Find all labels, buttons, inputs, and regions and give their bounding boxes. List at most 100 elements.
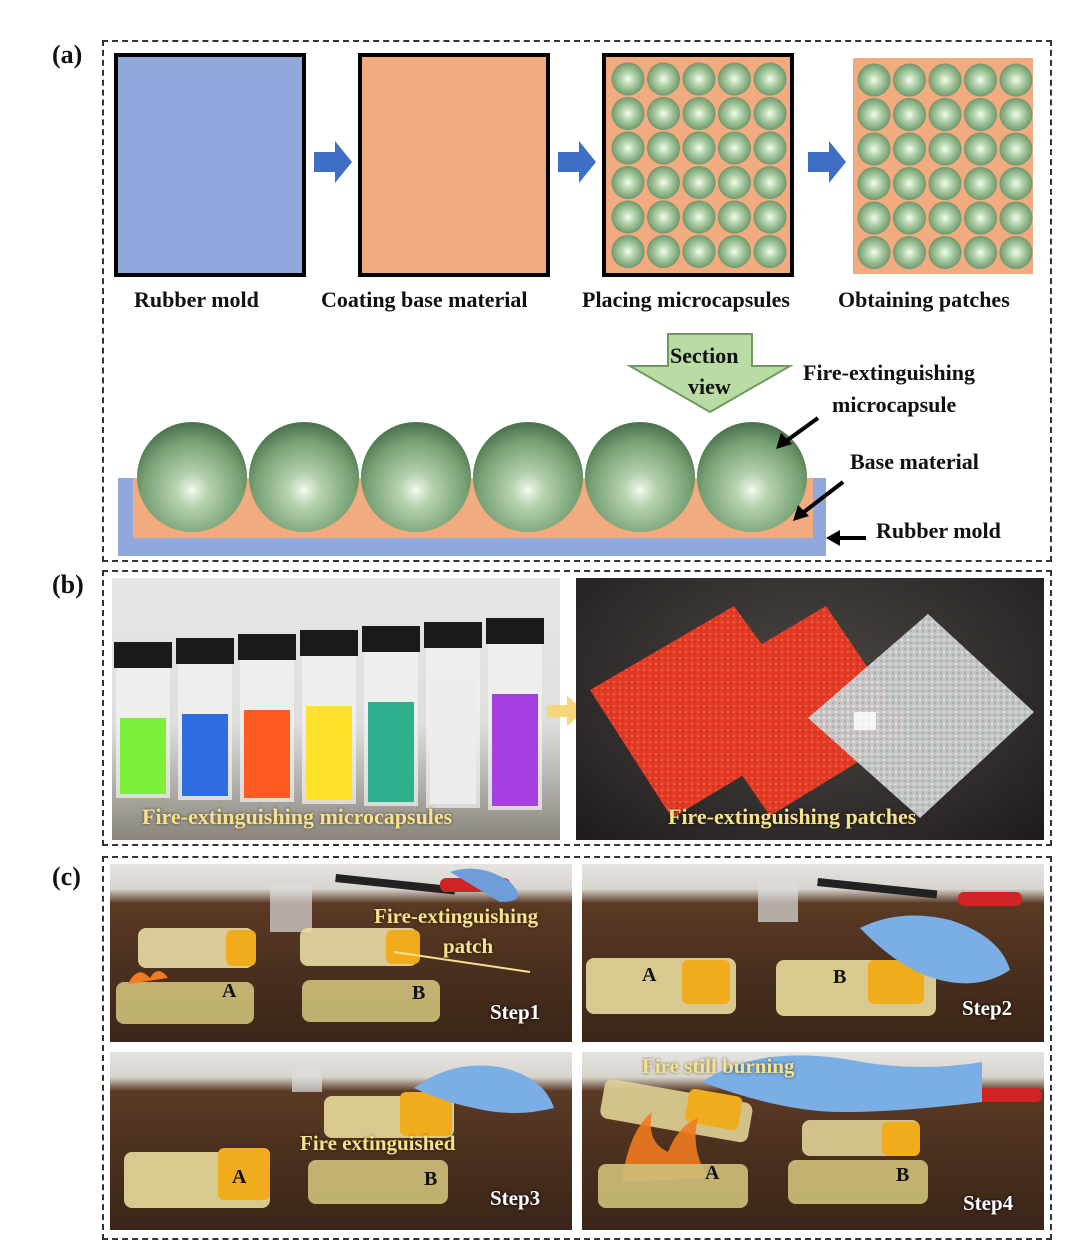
microcapsule xyxy=(611,62,645,96)
microcapsule xyxy=(682,166,716,199)
microcapsule xyxy=(857,132,891,166)
microcapsule xyxy=(682,97,716,130)
label-base-material: Base material xyxy=(850,449,979,474)
microcapsule xyxy=(893,236,926,269)
fire-extinguished-label: Fire extinguished xyxy=(300,1131,456,1155)
microcapsule xyxy=(893,98,926,131)
photo-patches xyxy=(576,578,1044,840)
microcapsule xyxy=(857,201,891,235)
step2-label: Step2 xyxy=(962,996,1013,1020)
section-view-line2: view xyxy=(688,374,731,399)
microcapsule xyxy=(999,167,1033,200)
vial-microcapsules xyxy=(492,694,538,806)
photo-step3 xyxy=(110,1052,572,1230)
microcapsule xyxy=(647,62,680,96)
caption-microcapsules: Fire-extinguishing microcapsules xyxy=(142,804,453,829)
microcapsule xyxy=(647,200,680,234)
section-microcapsule xyxy=(361,422,471,532)
process-arrow-2 xyxy=(558,141,596,183)
microcapsule xyxy=(893,201,926,235)
panel-b-arrow xyxy=(547,696,585,726)
microcapsule xyxy=(611,131,645,165)
fire-still-burning-label: Fire still burning xyxy=(642,1054,795,1078)
microcapsule xyxy=(964,98,997,131)
vial-microcapsules xyxy=(430,678,476,804)
step-label-coating: Coating base material xyxy=(321,287,528,312)
label-a-step3: A xyxy=(232,1166,247,1188)
cross-section-microcapsules xyxy=(137,422,807,532)
label-b-step1: B xyxy=(412,982,426,1004)
pointer-arrow-rubber-mold xyxy=(826,530,840,546)
process-arrow-3 xyxy=(808,141,846,183)
panel-a-diagram xyxy=(114,53,1033,556)
microcapsule xyxy=(964,236,997,269)
microcapsule xyxy=(928,201,962,235)
vial-cap xyxy=(486,618,544,644)
label-rubber-mold: Rubber mold xyxy=(876,518,1001,543)
panel-b xyxy=(102,570,1052,846)
label-a-step1: A xyxy=(222,980,237,1002)
step-label-rubber-mold: Rubber mold xyxy=(134,287,259,312)
microcapsule xyxy=(611,235,645,268)
microcapsule xyxy=(718,97,751,130)
microcapsule xyxy=(928,167,962,200)
microcapsule xyxy=(647,235,680,268)
vial-cap xyxy=(300,630,358,656)
patch-label-line1: Fire-extinguishing xyxy=(374,904,539,928)
microcapsule xyxy=(753,166,787,199)
vial-microcapsules xyxy=(306,706,352,800)
label-b-step2: B xyxy=(833,966,847,988)
microcapsule xyxy=(928,236,962,269)
microcapsule xyxy=(964,63,997,97)
vial-microcapsules xyxy=(244,710,290,798)
section-view-line1: Section xyxy=(670,343,739,368)
vial-cap xyxy=(362,626,420,652)
pointer-arrow-base-material xyxy=(793,505,809,521)
microcapsule xyxy=(893,167,926,200)
panel-label-a: (a) xyxy=(52,40,83,69)
microcapsule xyxy=(928,63,962,97)
microcapsule xyxy=(647,131,680,165)
patch-label-line2: patch xyxy=(443,934,494,958)
microcapsule xyxy=(718,200,751,234)
microcapsule xyxy=(857,98,891,131)
label-b-step3: B xyxy=(424,1168,438,1190)
step-label-placing: Placing microcapsules xyxy=(582,287,790,312)
panel-c xyxy=(102,856,1052,1240)
rubber-mold-block xyxy=(114,53,306,277)
microcapsule xyxy=(964,201,997,235)
section-view-arrow xyxy=(626,333,794,414)
panel-label-c: (c) xyxy=(52,862,81,891)
section-microcapsule xyxy=(137,422,247,532)
microcapsule xyxy=(682,200,716,234)
photo-step4 xyxy=(582,1052,1044,1230)
photo-step1 xyxy=(110,864,572,1042)
microcapsule xyxy=(753,200,787,234)
panel-a xyxy=(102,40,1052,562)
microcapsule xyxy=(718,131,751,165)
microcapsule xyxy=(753,97,787,130)
label-microcapsule-line1: Fire-extinguishing xyxy=(803,360,975,385)
microcapsule xyxy=(857,167,891,200)
microcapsule xyxy=(611,200,645,234)
microcapsule xyxy=(999,63,1033,97)
microcapsule-grid-placing xyxy=(611,62,787,268)
microcapsule xyxy=(718,166,751,199)
step4-label: Step4 xyxy=(963,1191,1014,1215)
vial-microcapsules xyxy=(120,718,166,794)
microcapsule xyxy=(999,132,1033,166)
step-label-obtaining: Obtaining patches xyxy=(838,287,1010,312)
microcapsule xyxy=(753,235,787,268)
microcapsule xyxy=(611,166,645,199)
microcapsule xyxy=(718,62,751,96)
red-patch-front xyxy=(684,606,910,816)
vial-cap xyxy=(176,638,234,664)
vial-microcapsules xyxy=(182,714,228,796)
microcapsule xyxy=(999,201,1033,235)
process-arrow-1 xyxy=(314,141,352,183)
microcapsule xyxy=(999,236,1033,269)
section-microcapsule xyxy=(473,422,583,532)
microcapsule xyxy=(964,167,997,200)
microcapsule xyxy=(893,132,926,166)
step3-label: Step3 xyxy=(490,1186,541,1210)
